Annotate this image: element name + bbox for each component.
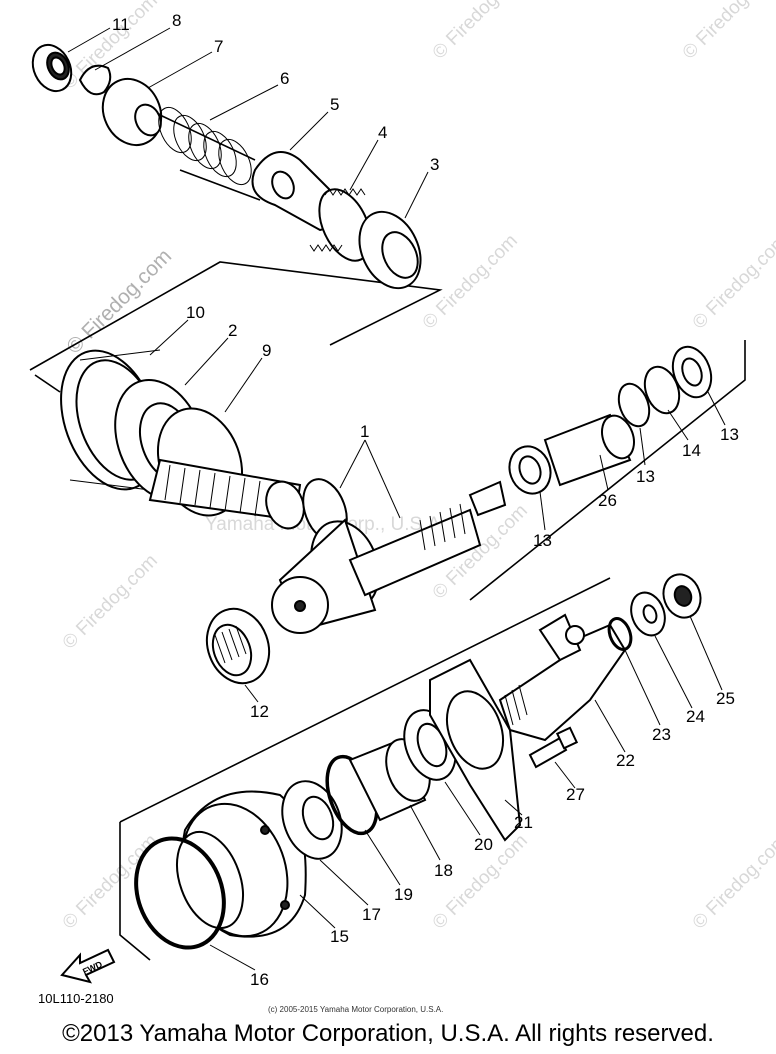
part-7-washer [101, 77, 163, 147]
callout-1: 1 [360, 422, 369, 441]
part-3-nut [358, 210, 422, 290]
callout-26: 26 [598, 491, 617, 510]
callout-9: 9 [262, 341, 271, 360]
part-16-oring [134, 836, 226, 950]
callout-22: 22 [616, 751, 635, 770]
callout-3: 3 [430, 155, 439, 174]
fwd-arrow: FWD [60, 948, 116, 984]
callout-25: 25 [716, 689, 735, 708]
callout-13: 13 [533, 531, 552, 550]
callout-23: 23 [652, 725, 671, 744]
callout-10: 10 [186, 303, 205, 322]
callout-19: 19 [394, 885, 413, 904]
callout-21: 21 [514, 813, 533, 832]
callout-7: 7 [214, 37, 223, 56]
part-6-spring [158, 106, 261, 201]
callout-2: 2 [228, 321, 237, 340]
callout-13: 13 [720, 425, 739, 444]
part-17-bearing [281, 780, 343, 860]
callout-17: 17 [362, 905, 381, 924]
watermark: © Firedog.com [59, 550, 162, 653]
callout-12: 12 [250, 702, 269, 721]
lower-assembly [119, 573, 702, 961]
part-code: 10L110-2180 [38, 991, 114, 1006]
callout-8: 8 [172, 11, 181, 30]
part-1-pinion [271, 478, 507, 634]
callout-6: 6 [280, 69, 289, 88]
callout-14: 14 [682, 441, 701, 460]
callout-27: 27 [566, 785, 585, 804]
part-21-gasket [429, 658, 522, 842]
callout-4: 4 [378, 123, 387, 142]
copyright-notice: ©2013 Yamaha Motor Corporation, U.S.A. A… [62, 1020, 714, 1047]
callout-13: 13 [636, 467, 655, 486]
part-26-collar [543, 413, 635, 487]
part-15-housing [176, 790, 307, 938]
callout-16: 16 [250, 970, 269, 989]
callout-15: 15 [330, 927, 349, 946]
part-23-oring [607, 617, 633, 651]
part-13-washer [617, 382, 651, 428]
watermark: © Firedog.com [429, 0, 532, 64]
callout-24: 24 [686, 707, 705, 726]
leader-lines [67, 27, 726, 971]
callout-18: 18 [434, 861, 453, 880]
callout-5: 5 [330, 95, 339, 114]
part-11-bearing [31, 43, 73, 93]
part-12-bearing [205, 607, 271, 685]
watermark: © Firedog.com [689, 230, 776, 333]
middle-assembly [34, 340, 746, 685]
watermark: © Firedog.com [679, 0, 776, 64]
part-27-bolt [528, 726, 579, 769]
watermark: © Firedog.com [689, 830, 776, 933]
splined-shaft [148, 458, 305, 530]
callout-20: 20 [474, 835, 493, 854]
upper-assembly [29, 43, 443, 371]
callout-11: 11 [112, 15, 130, 34]
part-22-yoke [498, 613, 627, 742]
watermark: © Firedog.com [419, 230, 522, 333]
part-4-gear [309, 188, 372, 262]
callout-numbers: 11 8 7 6 5 4 3 10 2 9 1 13 14 13 13 26 1… [112, 11, 739, 989]
small-credit: (c) 2005-2015 Yamaha Motor Corporation, … [268, 1005, 443, 1014]
